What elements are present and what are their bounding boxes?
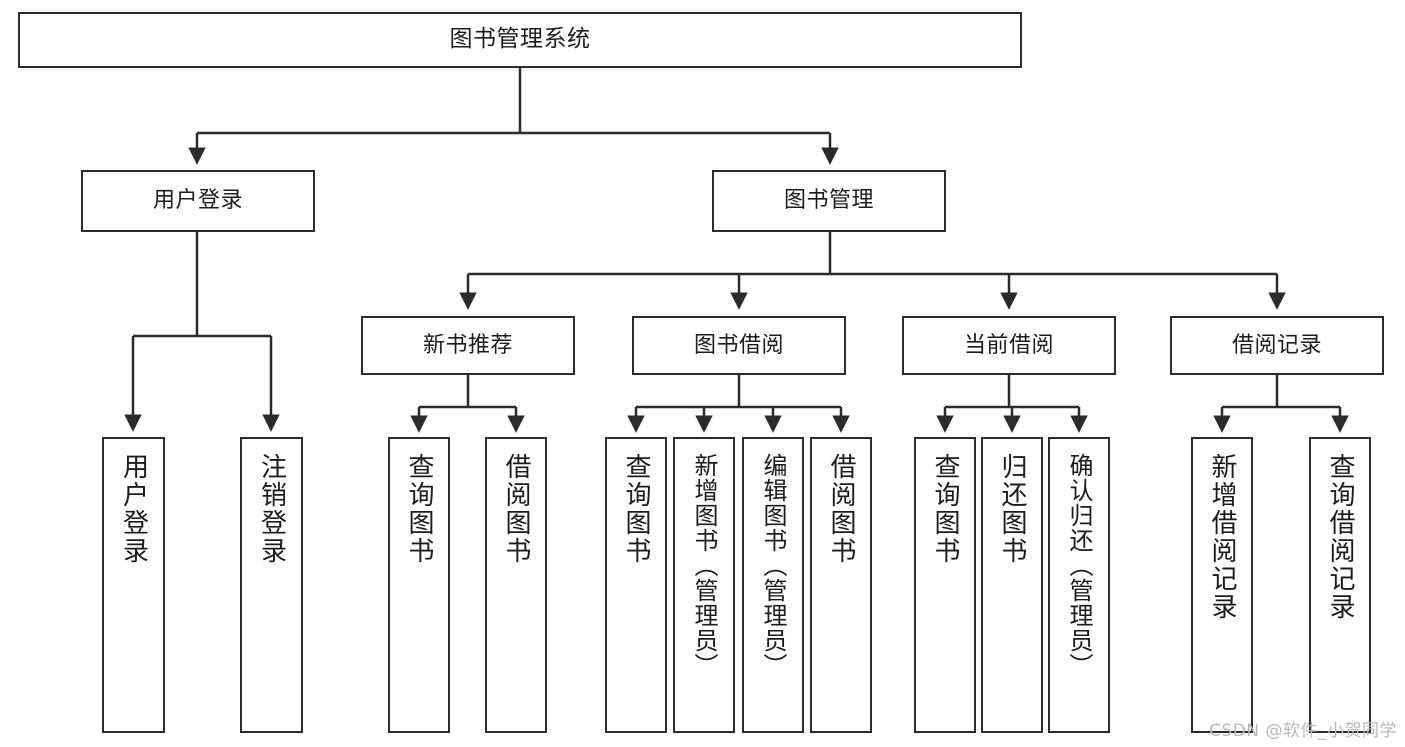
leaf-user-login[interactable]: 用户登录 <box>102 437 165 733</box>
node-user-login-label: 用户登录 <box>152 188 243 214</box>
leaf-return-book[interactable]: 归还图书 <box>981 437 1043 733</box>
node-borrow-record[interactable]: 借阅记录 <box>1170 316 1384 375</box>
node-root-label: 图书管理系统 <box>449 26 591 53</box>
leaf-add-borrow-record[interactable]: 新增借阅记录 <box>1191 437 1253 733</box>
leaf-borrow-book-2[interactable]: 借阅图书 <box>810 437 872 733</box>
watermark-text: CSDN @软件_小贺同学 <box>1209 721 1397 741</box>
node-book-manage[interactable]: 图书管理 <box>712 170 946 232</box>
node-book-borrow-label: 图书借阅 <box>693 332 784 358</box>
leaf-logout-login-label: 注销登录 <box>256 453 287 565</box>
leaf-query-borrow-record-label: 查询借阅记录 <box>1325 453 1355 621</box>
node-borrow-record-label: 借阅记录 <box>1231 332 1322 358</box>
node-user-login[interactable]: 用户登录 <box>81 170 315 232</box>
leaf-borrow-book-1-label: 借阅图书 <box>501 453 531 565</box>
node-book-manage-label: 图书管理 <box>783 188 874 214</box>
leaf-user-login-label: 用户登录 <box>118 453 149 565</box>
node-root[interactable]: 图书管理系统 <box>18 12 1022 68</box>
leaf-query-book-2-label: 查询图书 <box>621 453 651 565</box>
leaf-borrow-book-2-label: 借阅图书 <box>826 453 856 565</box>
node-new-book-recommend[interactable]: 新书推荐 <box>361 316 575 375</box>
leaf-edit-book-admin-label: 编辑图书（管理员） <box>759 453 787 678</box>
leaf-query-book-3[interactable]: 查询图书 <box>914 437 976 733</box>
leaf-query-book-1-label: 查询图书 <box>404 453 434 565</box>
leaf-query-book-1[interactable]: 查询图书 <box>388 437 450 733</box>
node-current-borrow[interactable]: 当前借阅 <box>902 316 1116 375</box>
leaf-borrow-book-1[interactable]: 借阅图书 <box>485 437 547 733</box>
node-current-borrow-label: 当前借阅 <box>963 332 1054 358</box>
leaf-confirm-return-admin[interactable]: 确认归还（管理员） <box>1048 437 1110 733</box>
leaf-add-book-admin[interactable]: 新增图书（管理员） <box>673 437 735 733</box>
leaf-return-book-label: 归还图书 <box>997 453 1027 565</box>
node-book-borrow[interactable]: 图书借阅 <box>632 316 846 375</box>
leaf-confirm-return-admin-label: 确认归还（管理员） <box>1065 453 1093 678</box>
leaf-query-book-2[interactable]: 查询图书 <box>605 437 667 733</box>
leaf-edit-book-admin[interactable]: 编辑图书（管理员） <box>742 437 804 733</box>
leaf-add-book-admin-label: 新增图书（管理员） <box>690 453 718 678</box>
leaf-logout-login[interactable]: 注销登录 <box>240 437 303 733</box>
leaf-query-book-3-label: 查询图书 <box>930 453 960 565</box>
leaf-add-borrow-record-label: 新增借阅记录 <box>1207 453 1237 621</box>
node-new-book-recommend-label: 新书推荐 <box>422 332 513 358</box>
leaf-query-borrow-record[interactable]: 查询借阅记录 <box>1309 437 1371 733</box>
